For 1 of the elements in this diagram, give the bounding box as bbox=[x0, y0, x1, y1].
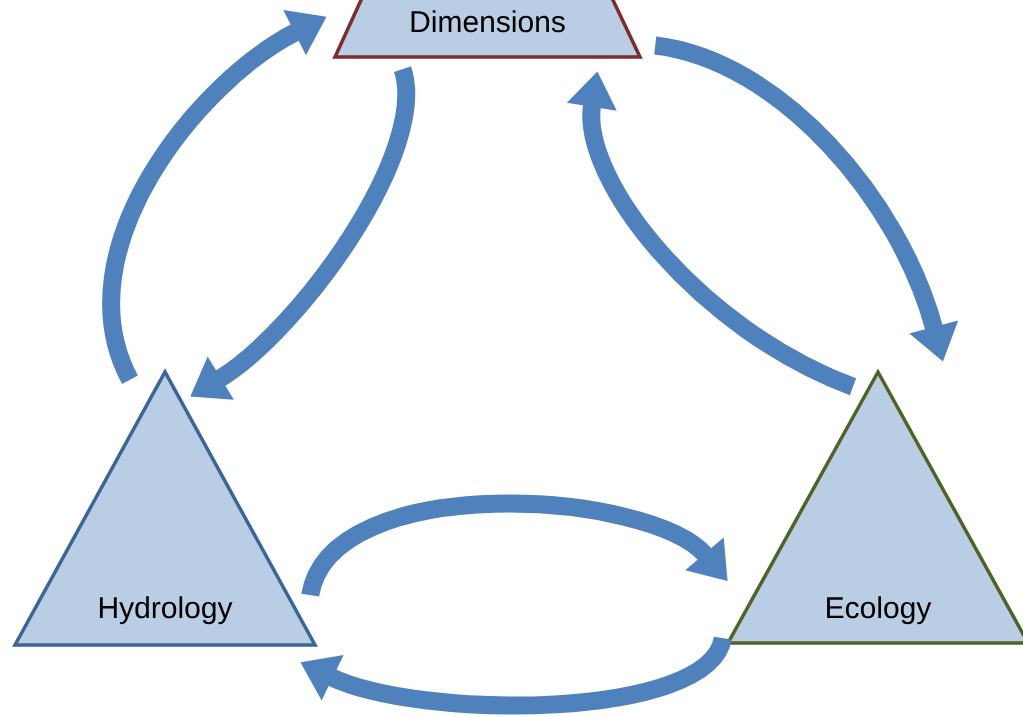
curved-arrow bbox=[301, 494, 728, 599]
